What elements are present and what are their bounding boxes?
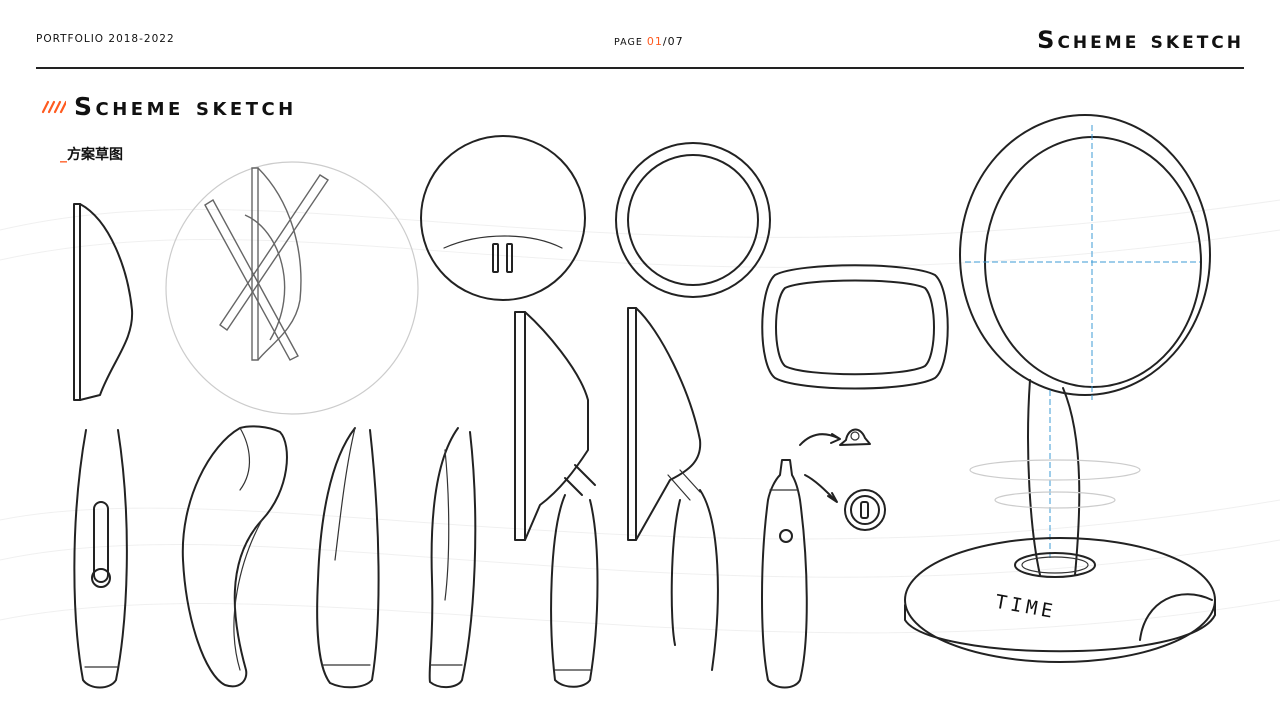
subtitle-underscore: _: [60, 147, 67, 163]
grip-angle-sketch-c: [428, 427, 477, 688]
blade-grip-sketch-b: [627, 307, 719, 671]
side-profile-sketch: [73, 203, 134, 401]
grip-front-sketch: [73, 429, 128, 689]
header-section-title: Scheme sketch: [1037, 26, 1244, 54]
detail-pen-sketch: [761, 428, 886, 689]
page-prefix: PAGE: [614, 37, 643, 48]
section-title: Scheme sketch: [74, 92, 297, 121]
blade-grip-sketch-a: [514, 311, 599, 688]
ring-sketch: [615, 142, 771, 298]
front-circle-sketch: [420, 135, 586, 301]
grip-angle-sketch-b: [316, 427, 380, 689]
slashes-icon: [41, 100, 66, 113]
overlap-circle-sketch: [165, 161, 419, 415]
page-indicator: PAGE 01/07: [614, 35, 684, 48]
section-title-group: Scheme sketch: [40, 92, 297, 121]
page-total: /07: [662, 35, 684, 48]
subtitle-text: 方案草图: [67, 147, 123, 163]
page-current: 01: [646, 35, 663, 48]
rounded-frame-sketch: [761, 264, 949, 390]
grip-angle-sketch-a: [181, 425, 288, 688]
mirror-stand-sketch: [904, 114, 1216, 663]
header-divider: [36, 67, 1244, 69]
portfolio-label: PORTFOLIO 2018-2022: [36, 33, 175, 45]
section-subtitle: _方案草图: [60, 144, 123, 164]
